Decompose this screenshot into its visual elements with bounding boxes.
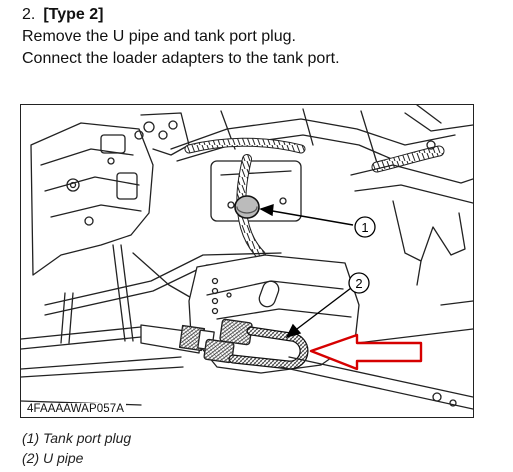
legend-item-u-pipe: (2) U pipe — [22, 450, 84, 466]
step-number: 2. — [22, 6, 36, 23]
instruction-step: 2. [Type 2] Remove the U pipe and tank p… — [22, 4, 502, 70]
svg-text:2: 2 — [355, 276, 362, 291]
illustration-figure: 1 2 4FAAAAWAP057A — [20, 104, 474, 418]
figure-code: 4FAAAAWAP057A — [25, 403, 126, 415]
step-line-connect: Connect the loader adapters to the tank … — [22, 50, 340, 67]
svg-text:1: 1 — [361, 220, 368, 235]
technical-drawing: 1 2 — [21, 105, 473, 410]
step-line-remove: Remove the U pipe and tank port plug. — [22, 28, 296, 45]
callout-2: 2 — [348, 272, 370, 294]
step-heading: 2. [Type 2] — [22, 4, 502, 26]
step-title: [Type 2] — [43, 6, 104, 23]
callout-1: 1 — [354, 216, 376, 238]
legend-item-tank-port-plug: (1) Tank port plug — [22, 430, 132, 446]
red-arrow-icon — [309, 333, 423, 371]
figure-legend: (1) Tank port plug (2) U pipe — [22, 428, 131, 468]
